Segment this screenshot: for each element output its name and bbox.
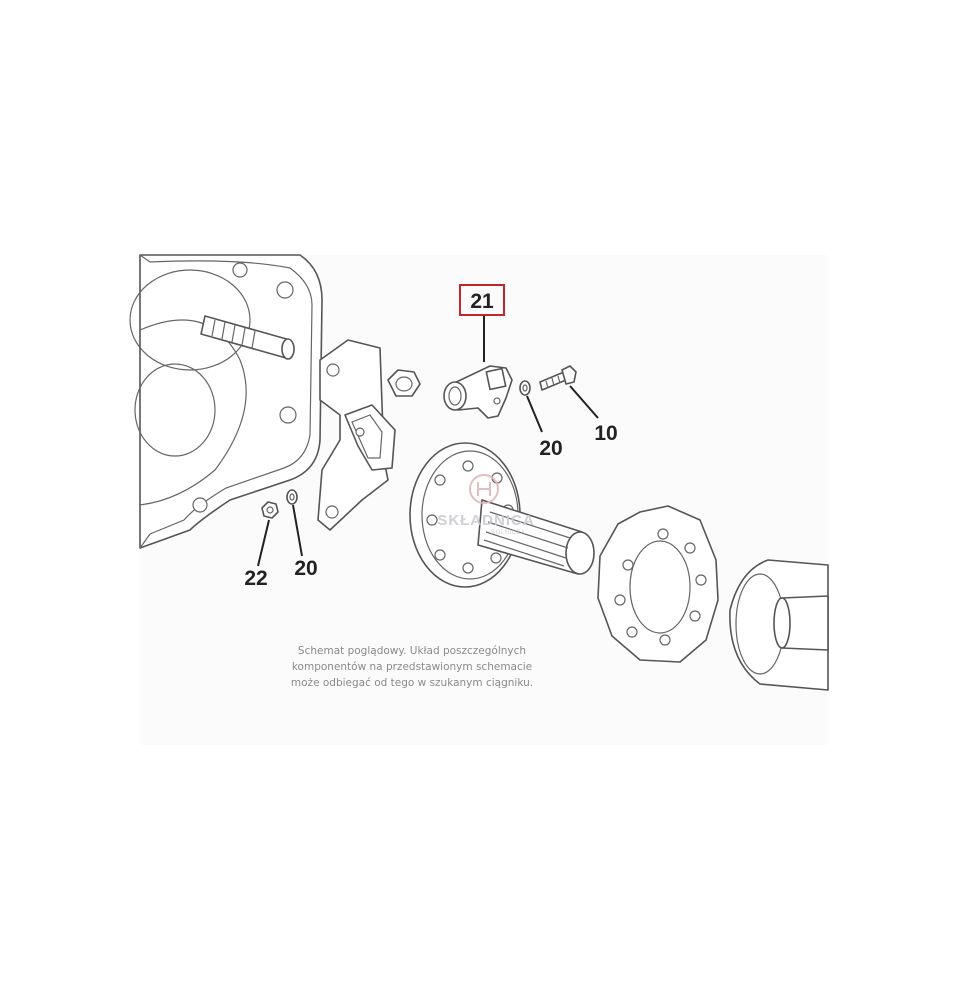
- stud-bolt: [200, 315, 295, 360]
- note-line-1: Schemat poglądowy. Układ poszczególnych: [298, 645, 526, 657]
- leader-20-right: [526, 395, 543, 433]
- washer-left: [286, 489, 298, 505]
- watermark-name: SKŁADNICA: [437, 512, 534, 529]
- washer-right: [519, 380, 531, 396]
- axle-housing: [729, 559, 829, 691]
- leader-22: [257, 519, 270, 567]
- callout-10: 10: [594, 422, 617, 445]
- mounting-bracket: [317, 339, 396, 531]
- transmission-housing: [129, 254, 323, 549]
- hex-nut-upper: [387, 369, 421, 397]
- callout-20-left: 20: [294, 557, 317, 580]
- hex-bolt: [539, 365, 577, 391]
- leader-20-left: [292, 504, 303, 557]
- callout-20-right: 20: [539, 437, 562, 460]
- watermark-logo-ring: [469, 474, 499, 504]
- watermark-logo: SKŁADNICA ROLNICZA: [437, 474, 534, 536]
- callout-21: 21: [470, 290, 494, 313]
- highlight-box: [459, 284, 505, 316]
- small-nut: [261, 501, 279, 519]
- speed-sensor: [443, 365, 513, 419]
- callout-22: 22: [244, 567, 267, 590]
- leader-10: [569, 385, 599, 419]
- watermark-sub: ROLNICZA: [491, 530, 525, 536]
- ring-flange: [597, 505, 719, 663]
- note-line-2: komponentów na przedstawionym schemacie: [292, 661, 532, 673]
- watermark-logo-mark: [477, 482, 491, 496]
- note-line-3: może odbiegać od tego w szukanym ciągnik…: [291, 677, 533, 689]
